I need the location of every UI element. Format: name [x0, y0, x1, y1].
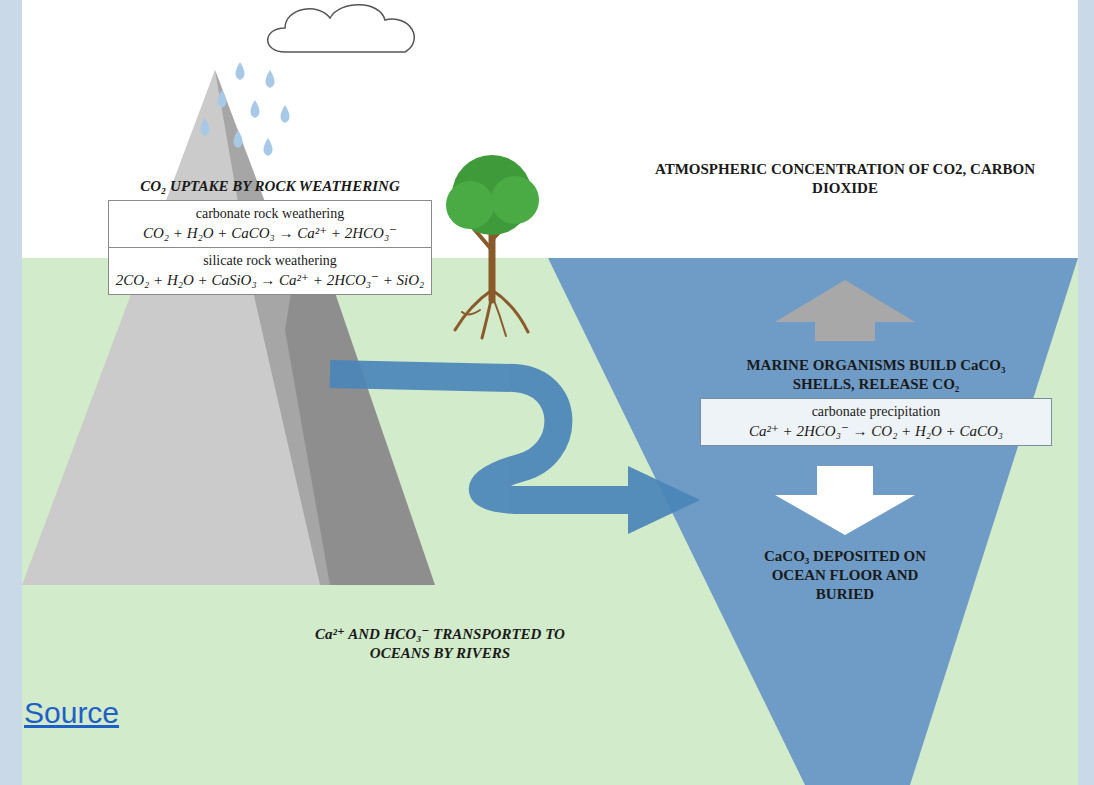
process-name: silicate rock weathering: [109, 248, 431, 270]
process-name: carbonate precipitation: [701, 399, 1051, 421]
deposition-label: CaCO₃ DEPOSITED ON OCEAN FLOOR AND BURIE…: [745, 547, 945, 604]
box-heading: CO₂ UPTAKE BY ROCK WEATHERING: [100, 177, 440, 196]
down-arrow: [775, 466, 915, 535]
reaction-cell: silicate rock weathering2CO₂ + H₂O + CaS…: [109, 247, 431, 294]
river-arrow: [330, 374, 700, 534]
cloud: [268, 5, 415, 52]
weathering-table: CO₂ UPTAKE BY ROCK WEATHERINGcarbonate r…: [108, 200, 432, 295]
chemical-equation: CO₂ + H₂O + CaCO₃ → Ca²⁺ + 2HCO₃⁻: [109, 223, 431, 247]
box-heading: MARINE ORGANISMS BUILD CaCO₃ SHELLS, REL…: [716, 356, 1036, 394]
rain-drops: [201, 62, 290, 156]
sky-panel: [22, 0, 1078, 785]
tree: [446, 155, 539, 338]
atmosphere-label: ATMOSPHERIC CONCENTRATION OF CO2, CARBON…: [650, 160, 1040, 198]
ocean: [548, 258, 1078, 785]
reaction-cell: carbonate rock weatheringCO₂ + H₂O + CaC…: [109, 201, 431, 247]
chemical-equation: Ca²⁺ + 2HCO₃⁻ → CO₂ + H₂O + CaCO₃: [701, 421, 1051, 445]
precipitation-box: MARINE ORGANISMS BUILD CaCO₃ SHELLS, REL…: [700, 398, 1052, 446]
river-label: Ca²⁺ AND HCO₃⁻ TRANSPORTED TO OCEANS BY …: [300, 625, 580, 663]
chemical-equation: 2CO₂ + H₂O + CaSiO₃ → Ca²⁺ + 2HCO₃⁻ + Si…: [109, 270, 431, 294]
source-link: Source: [24, 696, 164, 730]
process-name: carbonate rock weathering: [109, 201, 431, 223]
up-arrow: [775, 280, 915, 341]
